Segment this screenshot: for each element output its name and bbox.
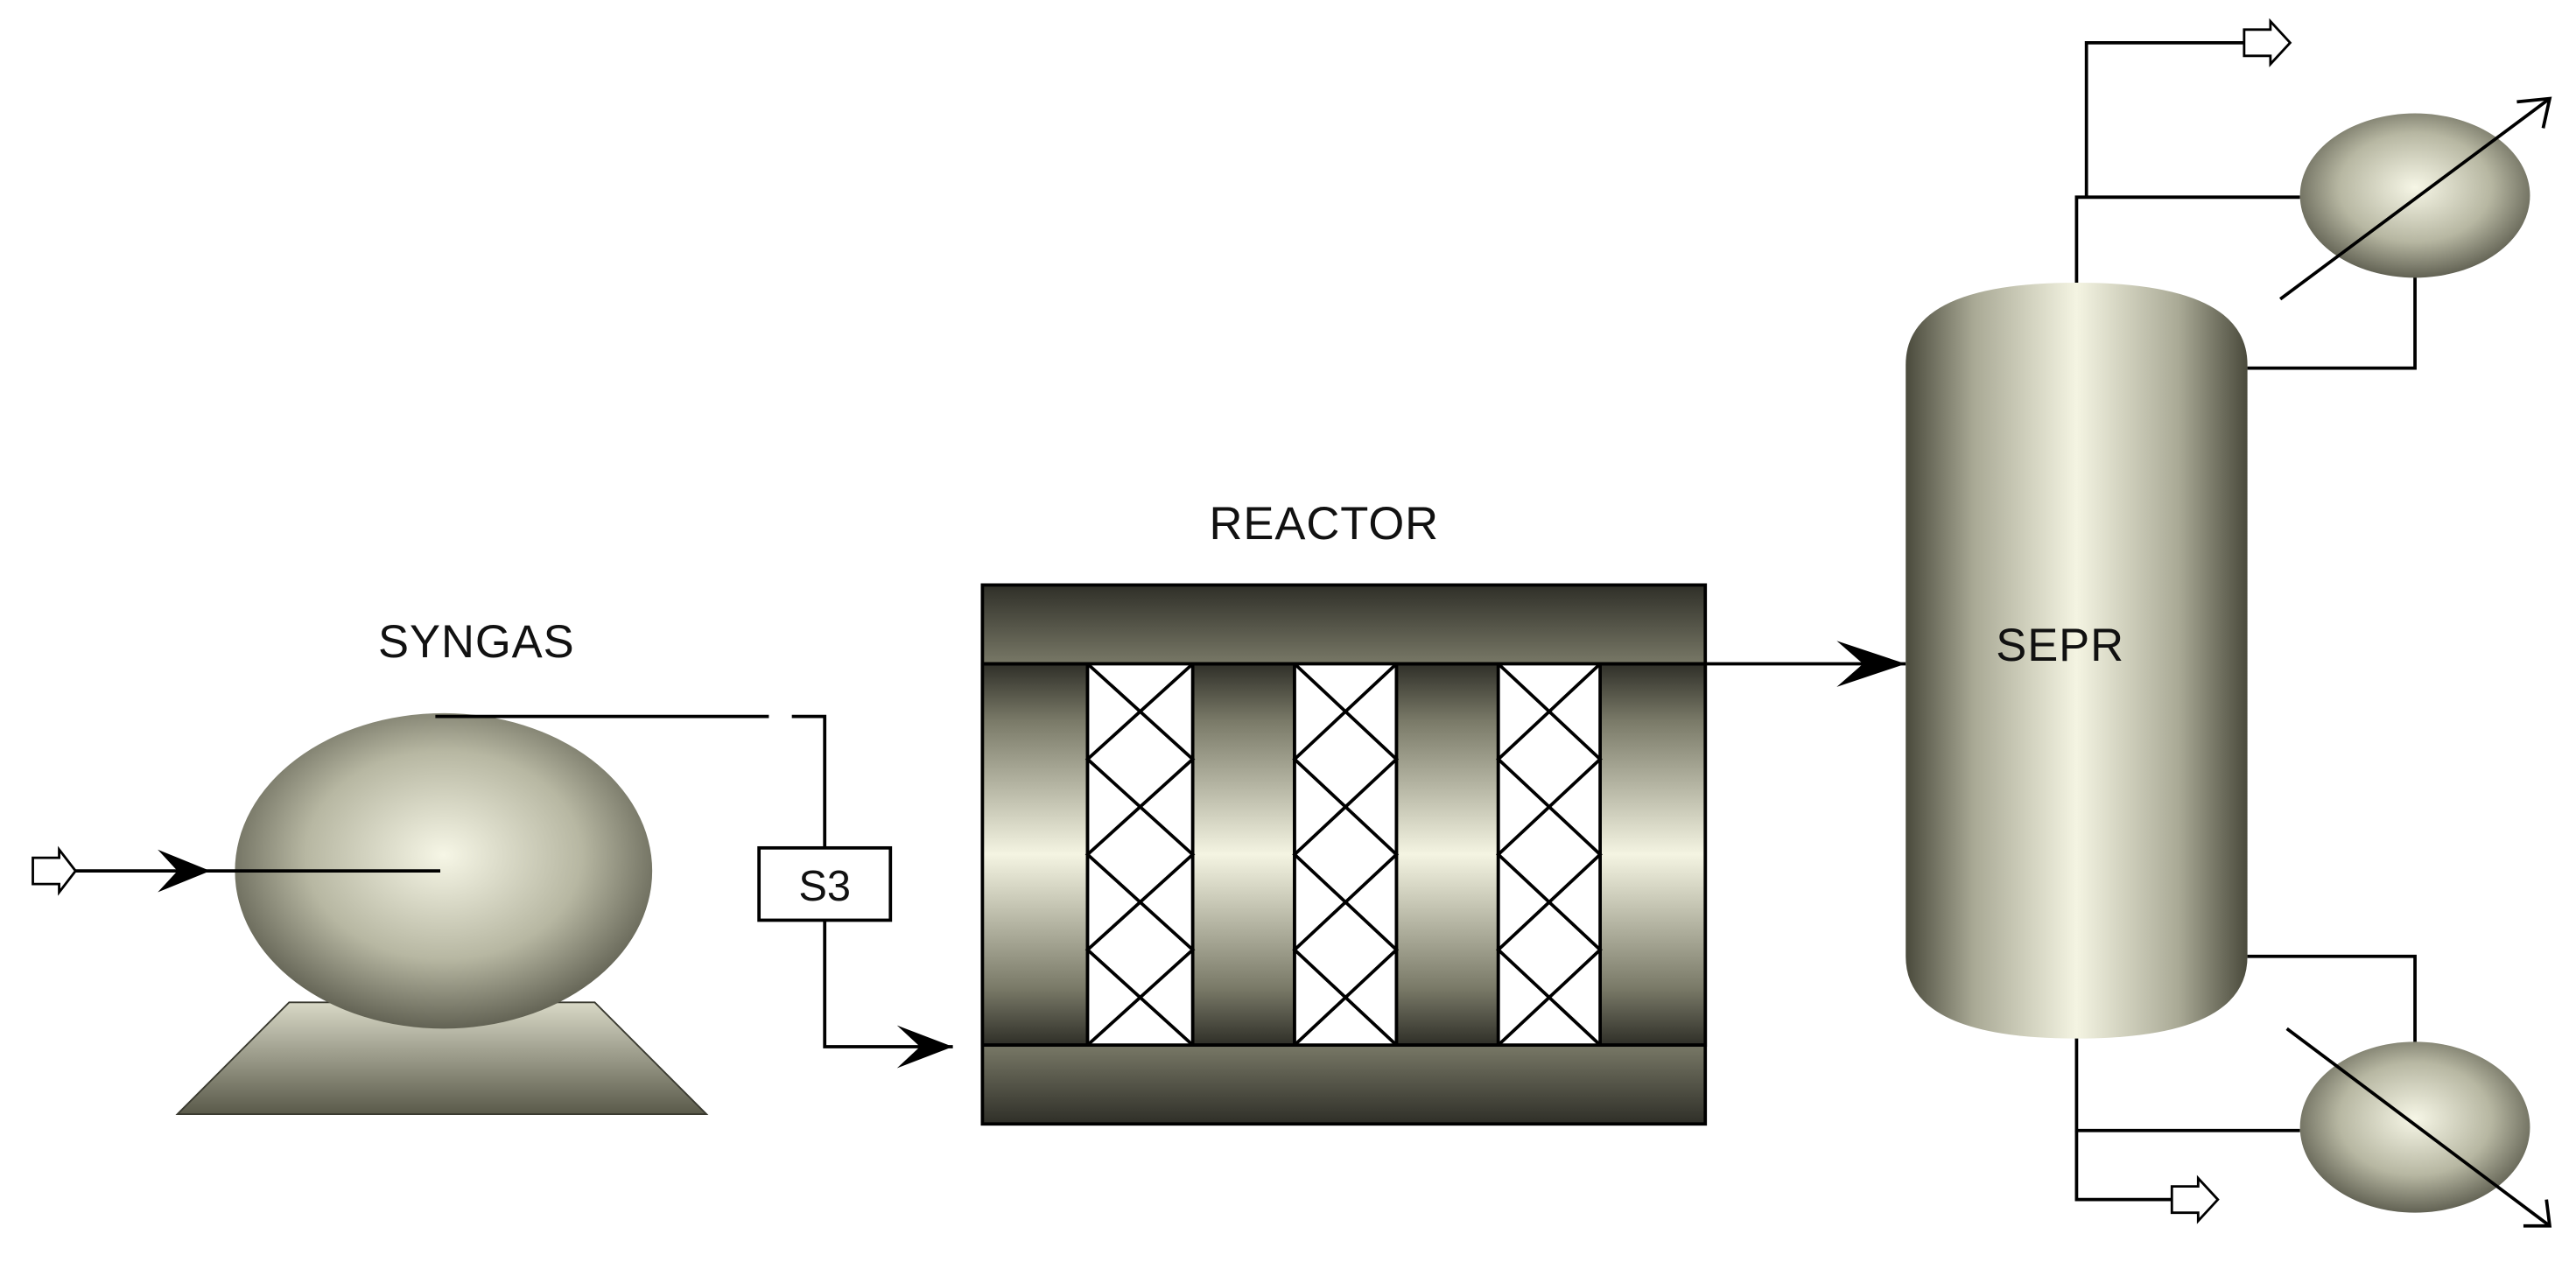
separator-label: SEPR — [1996, 620, 2124, 671]
syngas-base — [175, 1001, 709, 1115]
reboiler-icon[interactable] — [2285, 1027, 2552, 1228]
s3-label-box — [757, 845, 893, 922]
condenser-icon[interactable] — [2279, 96, 2552, 301]
catalyst-bed-1 — [1084, 663, 1196, 1047]
syngas-block[interactable]: SYNGAS — [175, 616, 709, 1115]
stream-s3[interactable]: S3 — [435, 714, 953, 1069]
separator-column — [1906, 282, 2248, 1039]
reactor-outlet-arrowhead — [1836, 641, 1906, 687]
bottoms-stream[interactable] — [2074, 954, 2417, 1224]
bottoms-arrow-icon — [2170, 1174, 2220, 1224]
feed-stream[interactable] — [32, 845, 441, 896]
syngas-label: SYNGAS — [378, 616, 575, 668]
s3-arrowhead — [896, 1025, 953, 1069]
distillate-arrow-icon — [2243, 18, 2292, 67]
catalyst-bed-3 — [1495, 663, 1603, 1047]
reactor-block[interactable]: REACTOR — [980, 498, 1708, 1126]
feed-arrow-icon — [32, 845, 78, 896]
feed-flow-arrowhead — [158, 849, 211, 893]
overhead-stream[interactable] — [2074, 18, 2417, 370]
syngas-sphere — [235, 712, 653, 1029]
separator-block[interactable]: SEPR — [1906, 282, 2248, 1039]
reactor-label: REACTOR — [1210, 498, 1439, 550]
catalyst-bed-2 — [1292, 663, 1400, 1047]
s3-label: S3 — [798, 863, 851, 910]
reactor-outlet-stream[interactable] — [1705, 641, 1906, 687]
